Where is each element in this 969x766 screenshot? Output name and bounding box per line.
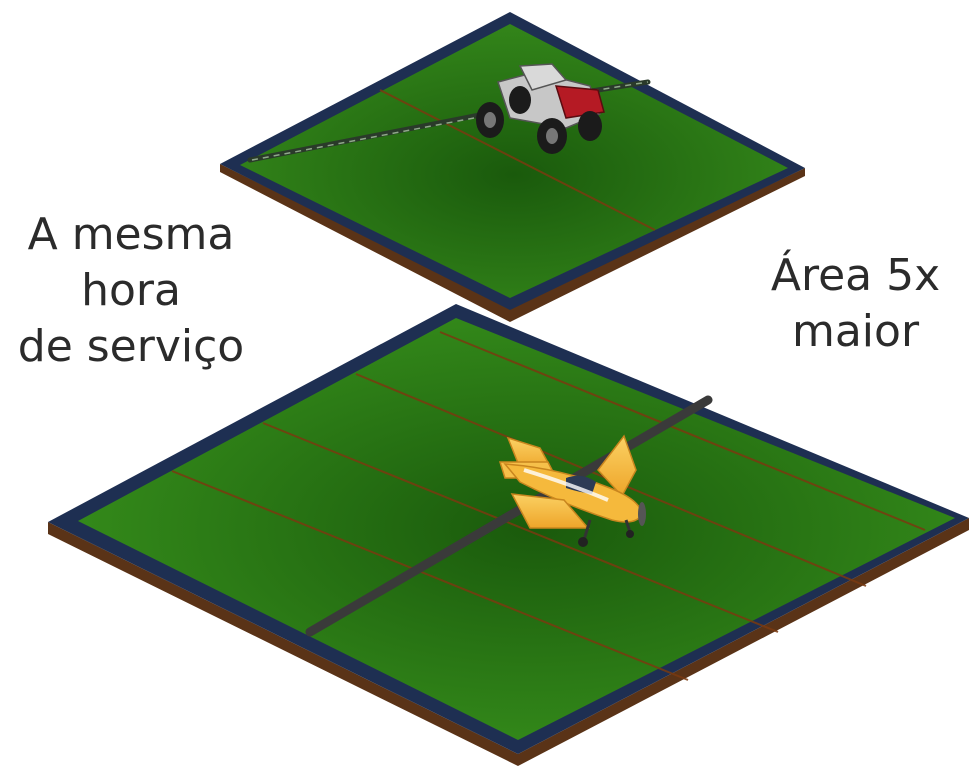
small-field-furrows [379,89,656,231]
right-caption-line1: Área 5x [770,250,941,301]
left-caption-line2: hora [81,265,181,316]
spray-strip [305,395,713,637]
large-field-surface [78,318,955,740]
small-field [220,12,805,322]
large-field [48,304,969,766]
tractor-sprayer-icon [247,63,651,163]
crop-duster-airplane-icon [498,434,646,547]
left-caption: A mesma hora de serviço [0,207,262,375]
left-caption-line1: A mesma [27,209,235,260]
small-field-surface [240,24,788,298]
left-caption-line3: de serviço [17,321,245,372]
right-caption: Área 5x maior [742,248,969,360]
right-caption-line2: maior [791,306,920,357]
